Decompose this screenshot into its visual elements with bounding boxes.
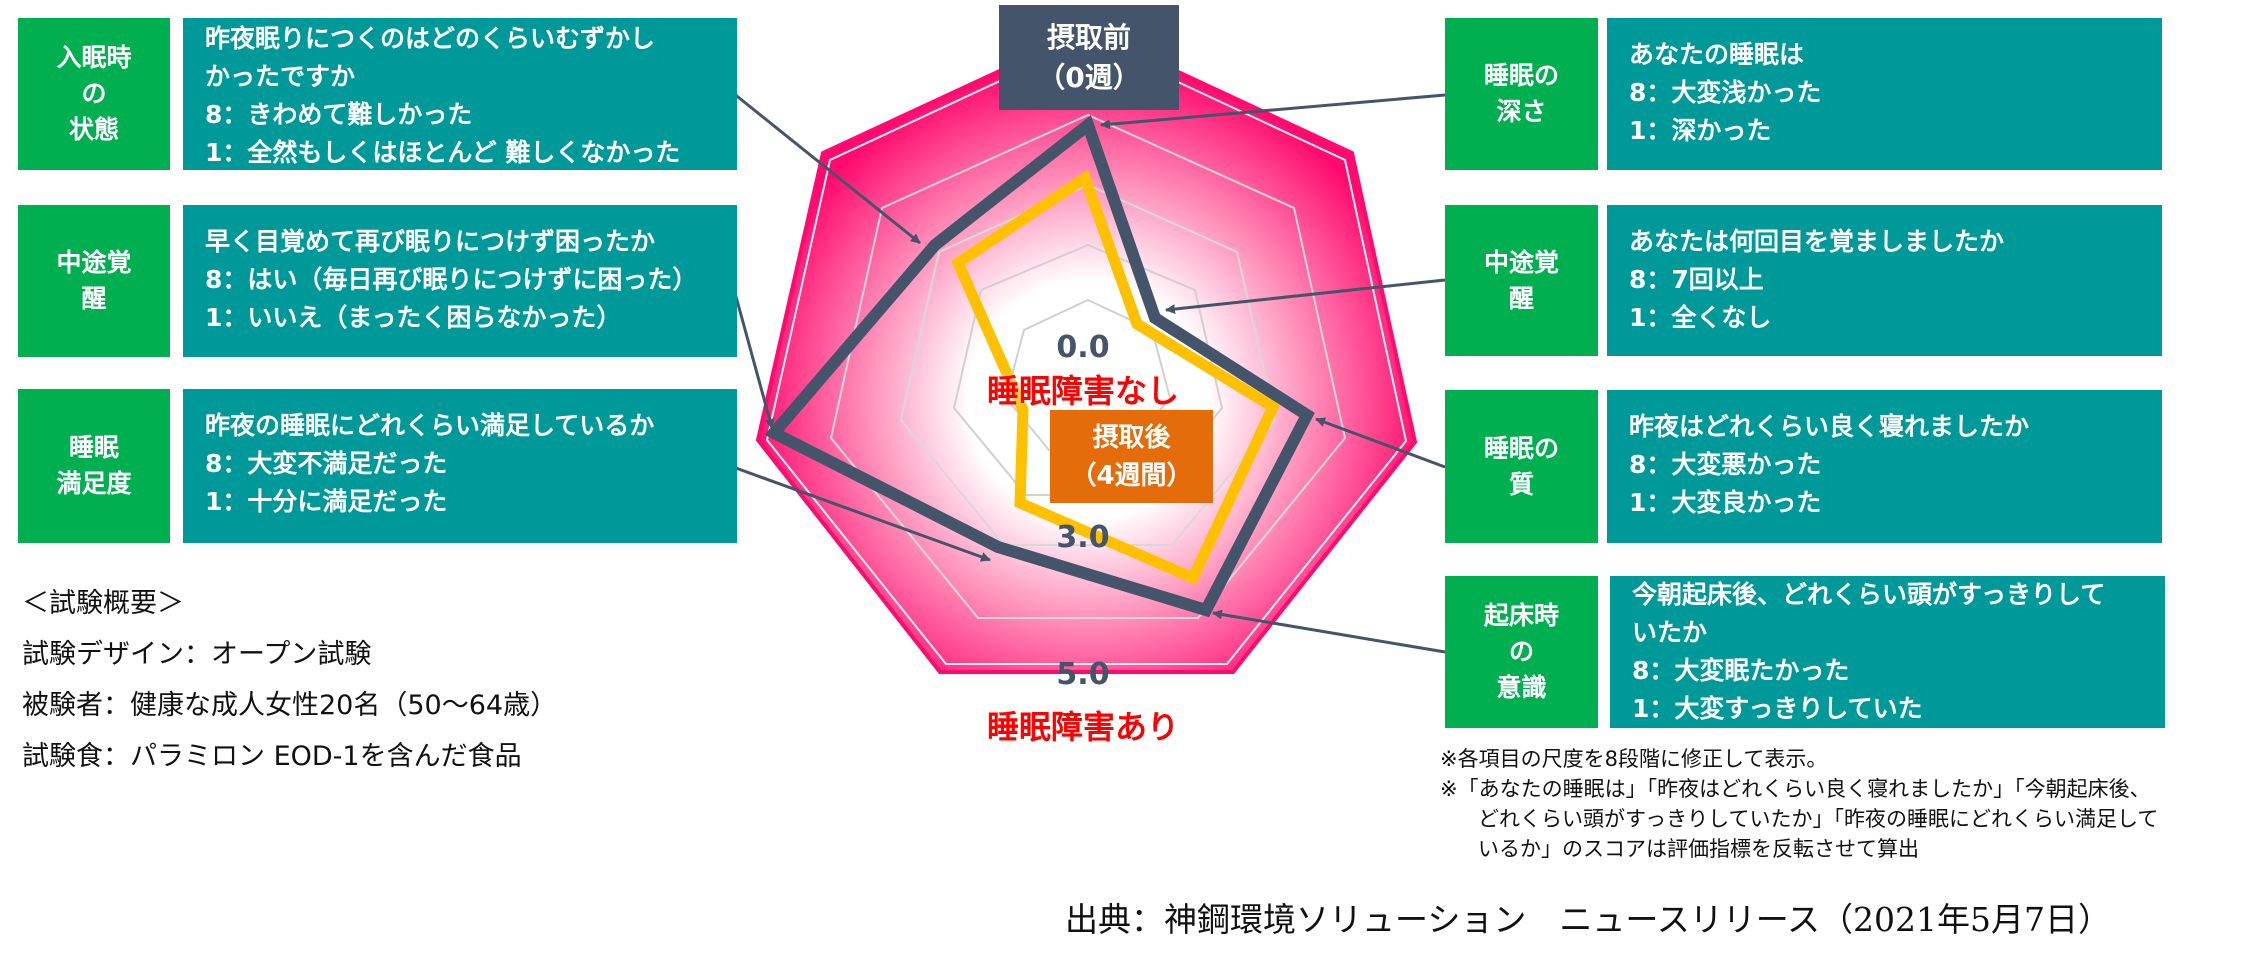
scale-1: 1：全然もしくはほとんど 難しくなかった xyxy=(205,138,681,167)
connector-arrow xyxy=(1212,609,1446,654)
category-sleep-quality: 睡眠の 質 xyxy=(1445,390,1598,543)
series-post-line xyxy=(951,169,1281,586)
scale-8: 8：きわめて難しかった xyxy=(205,100,473,129)
post-label-line1: 摂取後 xyxy=(1092,422,1171,453)
connector-arrow xyxy=(733,292,775,429)
pre-label-line2: （0週） xyxy=(1037,60,1141,94)
pre-label-line1: 摂取前 xyxy=(1046,20,1131,54)
connector-arrow xyxy=(1165,278,1446,315)
disorder-label: 睡眠障害あり xyxy=(986,708,1180,746)
category-sleep-onset: 入眠時 の 状態 xyxy=(18,18,170,170)
study-summary: ＜試験概要＞ 試験デザイン：オープン試験 被験者：健康な成人女性20名（50～6… xyxy=(22,578,557,782)
question-text: 早く目覚めて再び眠りにつけず困ったか xyxy=(205,227,656,256)
summary-title: ＜試験概要＞ xyxy=(22,588,184,619)
legend-post-label: 摂取後 （4週間） xyxy=(1050,410,1213,503)
question-night-waking-left: 早く目覚めて再び眠りにつけず困ったか 8：はい（毎日再び眠りにつけずに困った） … xyxy=(183,205,737,357)
category-sleep-satisfaction: 睡眠 満足度 xyxy=(18,389,170,543)
tick-label-0: 0.0 xyxy=(1056,330,1110,365)
category-sleep-depth: 睡眠の 深さ xyxy=(1445,18,1598,170)
radar-grid-ring xyxy=(899,183,1277,546)
scale-1: 1：大変良かった xyxy=(1629,488,1822,517)
connector-arrow xyxy=(732,91,921,245)
question-wake-consciousness: 今朝起床後、どれくらい頭がすっきりして いたか 8：大変眠たかった 1：大変すっ… xyxy=(1610,576,2165,728)
legend-pre-label: 摂取前 （0週） xyxy=(999,5,1179,110)
question-night-waking-right: あなたは何回目を覚ましましたか 8：7回以上 1：全くなし xyxy=(1607,205,2162,356)
question-text-cont: いたか xyxy=(1632,618,1708,647)
summary-subjects: 被験者：健康な成人女性20名（50～64歳） xyxy=(22,690,558,721)
tick-label-3: 3.0 xyxy=(1056,520,1110,555)
radar-grid-ring xyxy=(829,113,1347,619)
scale-8: 8：大変悪かった xyxy=(1629,450,1822,479)
scale-8: 8：7回以上 xyxy=(1629,265,1764,294)
question-text: 昨夜はどれくらい良く寝れましたか xyxy=(1629,412,2030,441)
category-night-waking-left: 中途覚 醒 xyxy=(18,205,170,357)
question-text: 昨夜眠りにつくのはどのくらいむずかし xyxy=(205,24,656,53)
scale-1: 1：全くなし xyxy=(1629,303,1772,332)
scale-8: 8：大変眠たかった xyxy=(1632,656,1850,685)
scale-1: 1：深かった xyxy=(1629,116,1772,145)
note-2b: どれくらい頭がすっきりしていたか」「昨夜の睡眠にどれくらい満足して xyxy=(1478,807,2159,831)
category-night-waking-right: 中途覚 醒 xyxy=(1445,205,1598,356)
question-sleep-quality: 昨夜はどれくらい良く寝れましたか 8：大変悪かった 1：大変良かった xyxy=(1607,390,2162,543)
scale-8: 8：大変不満足だった xyxy=(205,449,448,478)
note-2c: いるか」のスコアは評価指標を反転させて算出 xyxy=(1478,837,1919,861)
question-text: あなたの睡眠は xyxy=(1629,40,1805,69)
question-sleep-depth: あなたの睡眠は 8：大変浅かった 1：深かった xyxy=(1607,18,2162,170)
scale-1: 1：十分に満足だった xyxy=(205,487,448,516)
summary-food: 試験食：パラミロン EOD-1を含んだ食品 xyxy=(22,741,522,772)
question-text-cont: かったですか xyxy=(205,62,356,91)
source-citation: 出典：神鋼環境ソリューション ニュースリリース（2021年5月7日） xyxy=(1065,900,2112,939)
connector-arrow xyxy=(1100,93,1446,130)
scale-1: 1：いいえ（まったく困らなかった） xyxy=(205,303,622,332)
note-1: ※各項目の尺度を8段階に修正して表示。 xyxy=(1440,747,1828,771)
note-2a: ※「あなたの睡眠は」「昨夜はどれくらい良く寝れましたか」「今朝起床後、 xyxy=(1440,777,2151,801)
series-pre-line xyxy=(764,115,1315,618)
question-sleep-satisfaction: 昨夜の睡眠にどれくらい満足しているか 8：大変不満足だった 1：十分に満足だった xyxy=(183,389,737,543)
scale-1: 1：大変すっきりしていた xyxy=(1632,694,1923,723)
scale-8: 8：はい（毎日再び眠りにつけずに困った） xyxy=(205,265,698,294)
footnotes: ※各項目の尺度を8段階に修正して表示。 ※「あなたの睡眠は」「昨夜はどれくらい良… xyxy=(1440,744,2158,864)
question-text: 昨夜の睡眠にどれくらい満足しているか xyxy=(205,411,655,440)
connector-arrow xyxy=(1315,417,1446,469)
summary-design: 試験デザイン：オープン試験 xyxy=(22,639,372,670)
no-disorder-label: 睡眠障害なし xyxy=(986,372,1180,410)
connector-arrow xyxy=(732,465,991,562)
question-sleep-onset: 昨夜眠りにつくのはどのくらいむずかし かったですか 8：きわめて難しかった 1：… xyxy=(183,18,737,170)
post-label-line2: （4週間） xyxy=(1070,460,1193,491)
question-text: あなたは何回目を覚ましましたか xyxy=(1629,227,2005,256)
tick-label-5: 5.0 xyxy=(1056,657,1110,692)
question-text: 今朝起床後、どれくらい頭がすっきりして xyxy=(1632,580,2106,609)
category-wake-consciousness: 起床時 の 意識 xyxy=(1445,576,1598,728)
scale-8: 8：大変浅かった xyxy=(1629,78,1822,107)
